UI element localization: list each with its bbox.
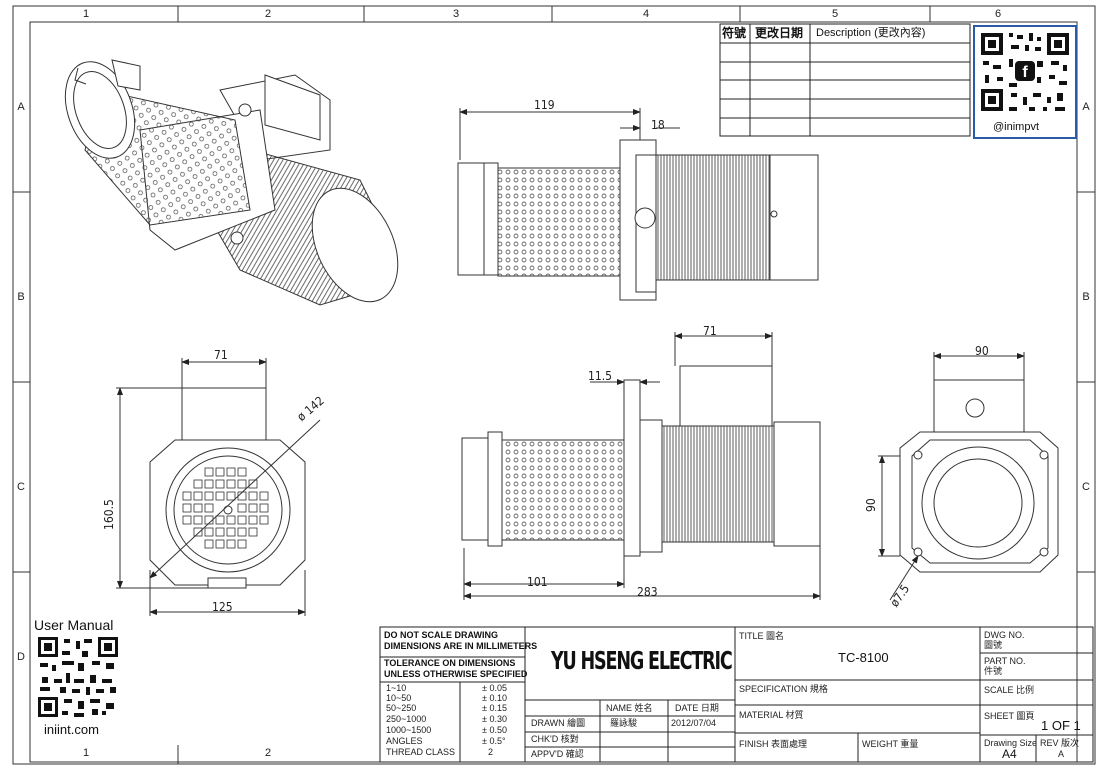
dwg-sub: 圖號 bbox=[984, 640, 1003, 650]
grid-row-b-right: B bbox=[1082, 291, 1090, 303]
tol-range: ANGLES bbox=[386, 736, 423, 746]
social-qr-panel: f @inimpvt bbox=[973, 25, 1077, 139]
spec-label: SPECIFICATION 規格 bbox=[739, 684, 828, 694]
rev-value: A bbox=[1058, 749, 1065, 759]
grid-col-2: 2 bbox=[264, 8, 272, 20]
size-label: Drawing Size bbox=[984, 738, 1038, 748]
name-label: NAME 姓名 bbox=[606, 703, 653, 713]
drawn-label: DRAWN 繪圖 bbox=[531, 718, 586, 728]
grid-col-bottom-1: 1 bbox=[82, 747, 90, 759]
dim-front-width: 71 bbox=[214, 348, 228, 362]
date-label: DATE 日期 bbox=[675, 703, 719, 713]
rev-col-description: Description (更改內容) bbox=[816, 27, 926, 39]
drawn-name: 羅詠駿 bbox=[610, 718, 638, 728]
grid-row-d-left: D bbox=[17, 651, 25, 663]
title-value: TC-8100 bbox=[838, 650, 889, 665]
checked-label: CHK'D 核對 bbox=[531, 734, 579, 744]
grid-col-bottom-2: 2 bbox=[264, 747, 272, 759]
note-millimeters: DIMENSIONS ARE IN MILLIMETERS bbox=[384, 641, 538, 651]
tol-value: ± 0.30 bbox=[482, 714, 507, 724]
tol-value: ± 0.50 bbox=[482, 725, 507, 735]
dim-front-base: 125 bbox=[212, 600, 233, 614]
grid-row-c-left: C bbox=[17, 481, 25, 493]
grid-col-6: 6 bbox=[994, 8, 1002, 20]
tol-range: 10~50 bbox=[386, 693, 412, 703]
tol-value: ± 0.5° bbox=[482, 736, 506, 746]
dwg-label: DWG NO. bbox=[984, 630, 1025, 640]
manual-site: iniint.com bbox=[44, 722, 99, 737]
qr-code-icon: f bbox=[981, 33, 1069, 111]
title-label: TITLE 圖名 bbox=[739, 631, 785, 641]
front-holes bbox=[182, 467, 269, 549]
finish-label: FINISH 表面處理 bbox=[739, 739, 808, 749]
iso-view bbox=[64, 59, 399, 306]
dim-side-length: 119 bbox=[534, 98, 555, 112]
dim-mid-total: 283 bbox=[637, 585, 658, 599]
manual-qr-icon bbox=[38, 637, 118, 717]
manual-qr-panel bbox=[38, 637, 118, 717]
tol-range: 50~250 bbox=[386, 703, 417, 713]
grid-col-5: 5 bbox=[831, 8, 839, 20]
approved-label: APPV'D 確認 bbox=[531, 749, 584, 759]
scale-label: SCALE 比例 bbox=[984, 685, 1035, 695]
part-sub: 件號 bbox=[984, 666, 1003, 676]
tol-value: ± 0.15 bbox=[482, 703, 507, 713]
rev-col-date: 更改日期 bbox=[755, 26, 804, 40]
grid-col-3: 3 bbox=[452, 8, 460, 20]
tol-range: THREAD CLASS bbox=[386, 747, 456, 757]
rev-col-symbol: 符號 bbox=[722, 26, 747, 40]
sheet-value: 1 OF 1 bbox=[1041, 718, 1081, 733]
tol-value: ± 0.05 bbox=[482, 683, 507, 693]
size-value: A4 bbox=[1002, 747, 1017, 761]
note-unless: UNLESS OTHERWISE SPECIFIED bbox=[384, 669, 528, 679]
dim-mid-top: 71 bbox=[703, 324, 717, 338]
weight-label: WEIGHT 重量 bbox=[862, 739, 919, 749]
material-label: MATERIAL 材質 bbox=[739, 710, 804, 720]
dim-mid-filter: 101 bbox=[527, 575, 548, 589]
tol-range: 1000~1500 bbox=[386, 725, 432, 735]
dim-right-width: 90 bbox=[975, 344, 989, 358]
middle-view bbox=[461, 332, 821, 600]
dim-front-height: 160.5 bbox=[102, 499, 116, 530]
revision-table bbox=[719, 23, 971, 137]
side-view bbox=[457, 108, 819, 301]
grid-row-a-left: A bbox=[17, 101, 25, 113]
tol-value: 2 bbox=[488, 747, 494, 757]
rev-label: REV 版次 bbox=[1040, 738, 1080, 748]
note-tolerance: TOLERANCE ON DIMENSIONS bbox=[384, 658, 516, 668]
part-label: PART NO. bbox=[984, 656, 1026, 666]
manual-label: User Manual bbox=[34, 617, 114, 633]
dim-side-flange: 18 bbox=[651, 118, 665, 132]
end-view bbox=[878, 352, 1059, 601]
dim-mid-flange: 11.5 bbox=[588, 369, 613, 383]
social-handle: @inimpvt bbox=[993, 121, 1040, 133]
grid-row-b-left: B bbox=[17, 291, 25, 303]
title-block bbox=[379, 626, 1094, 763]
svg-text:f: f bbox=[1022, 64, 1028, 81]
grid-row-a-right: A bbox=[1082, 101, 1090, 113]
dim-right-height: 90 bbox=[864, 498, 878, 512]
grid-col-4: 4 bbox=[642, 8, 650, 20]
sheet-label: SHEET 圖頁 bbox=[984, 711, 1035, 721]
front-view bbox=[116, 358, 321, 616]
company-name: YU HSENG ELECTRIC bbox=[551, 646, 733, 675]
tol-range: 1~10 bbox=[386, 683, 407, 693]
tol-range: 250~1000 bbox=[386, 714, 427, 724]
tol-value: ± 0.10 bbox=[482, 693, 507, 703]
drawn-date: 2012/07/04 bbox=[671, 718, 717, 728]
grid-row-c-right: C bbox=[1082, 481, 1090, 493]
grid-col-1: 1 bbox=[82, 8, 90, 20]
note-no-scale: DO NOT SCALE DRAWING bbox=[384, 630, 498, 640]
